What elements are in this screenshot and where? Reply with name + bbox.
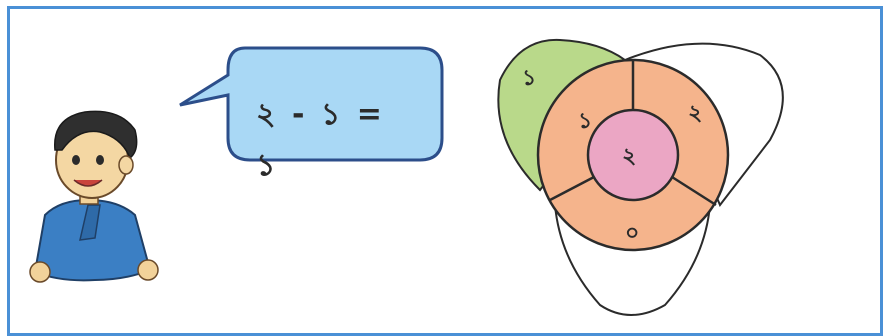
venn-diagram: ১ ১ ২ ২ ০	[498, 40, 783, 315]
label-green-only: ১	[522, 66, 536, 91]
boy-character	[30, 111, 158, 282]
illustration: ১ ১ ২ ২ ০	[0, 0, 893, 326]
label-orange-left: ১	[578, 109, 592, 134]
label-orange-right: ২	[688, 101, 702, 126]
label-orange-bottom: ০	[625, 221, 639, 246]
label-center: ২	[622, 144, 636, 169]
equation-text: ২ - ১ = ১	[256, 90, 406, 192]
